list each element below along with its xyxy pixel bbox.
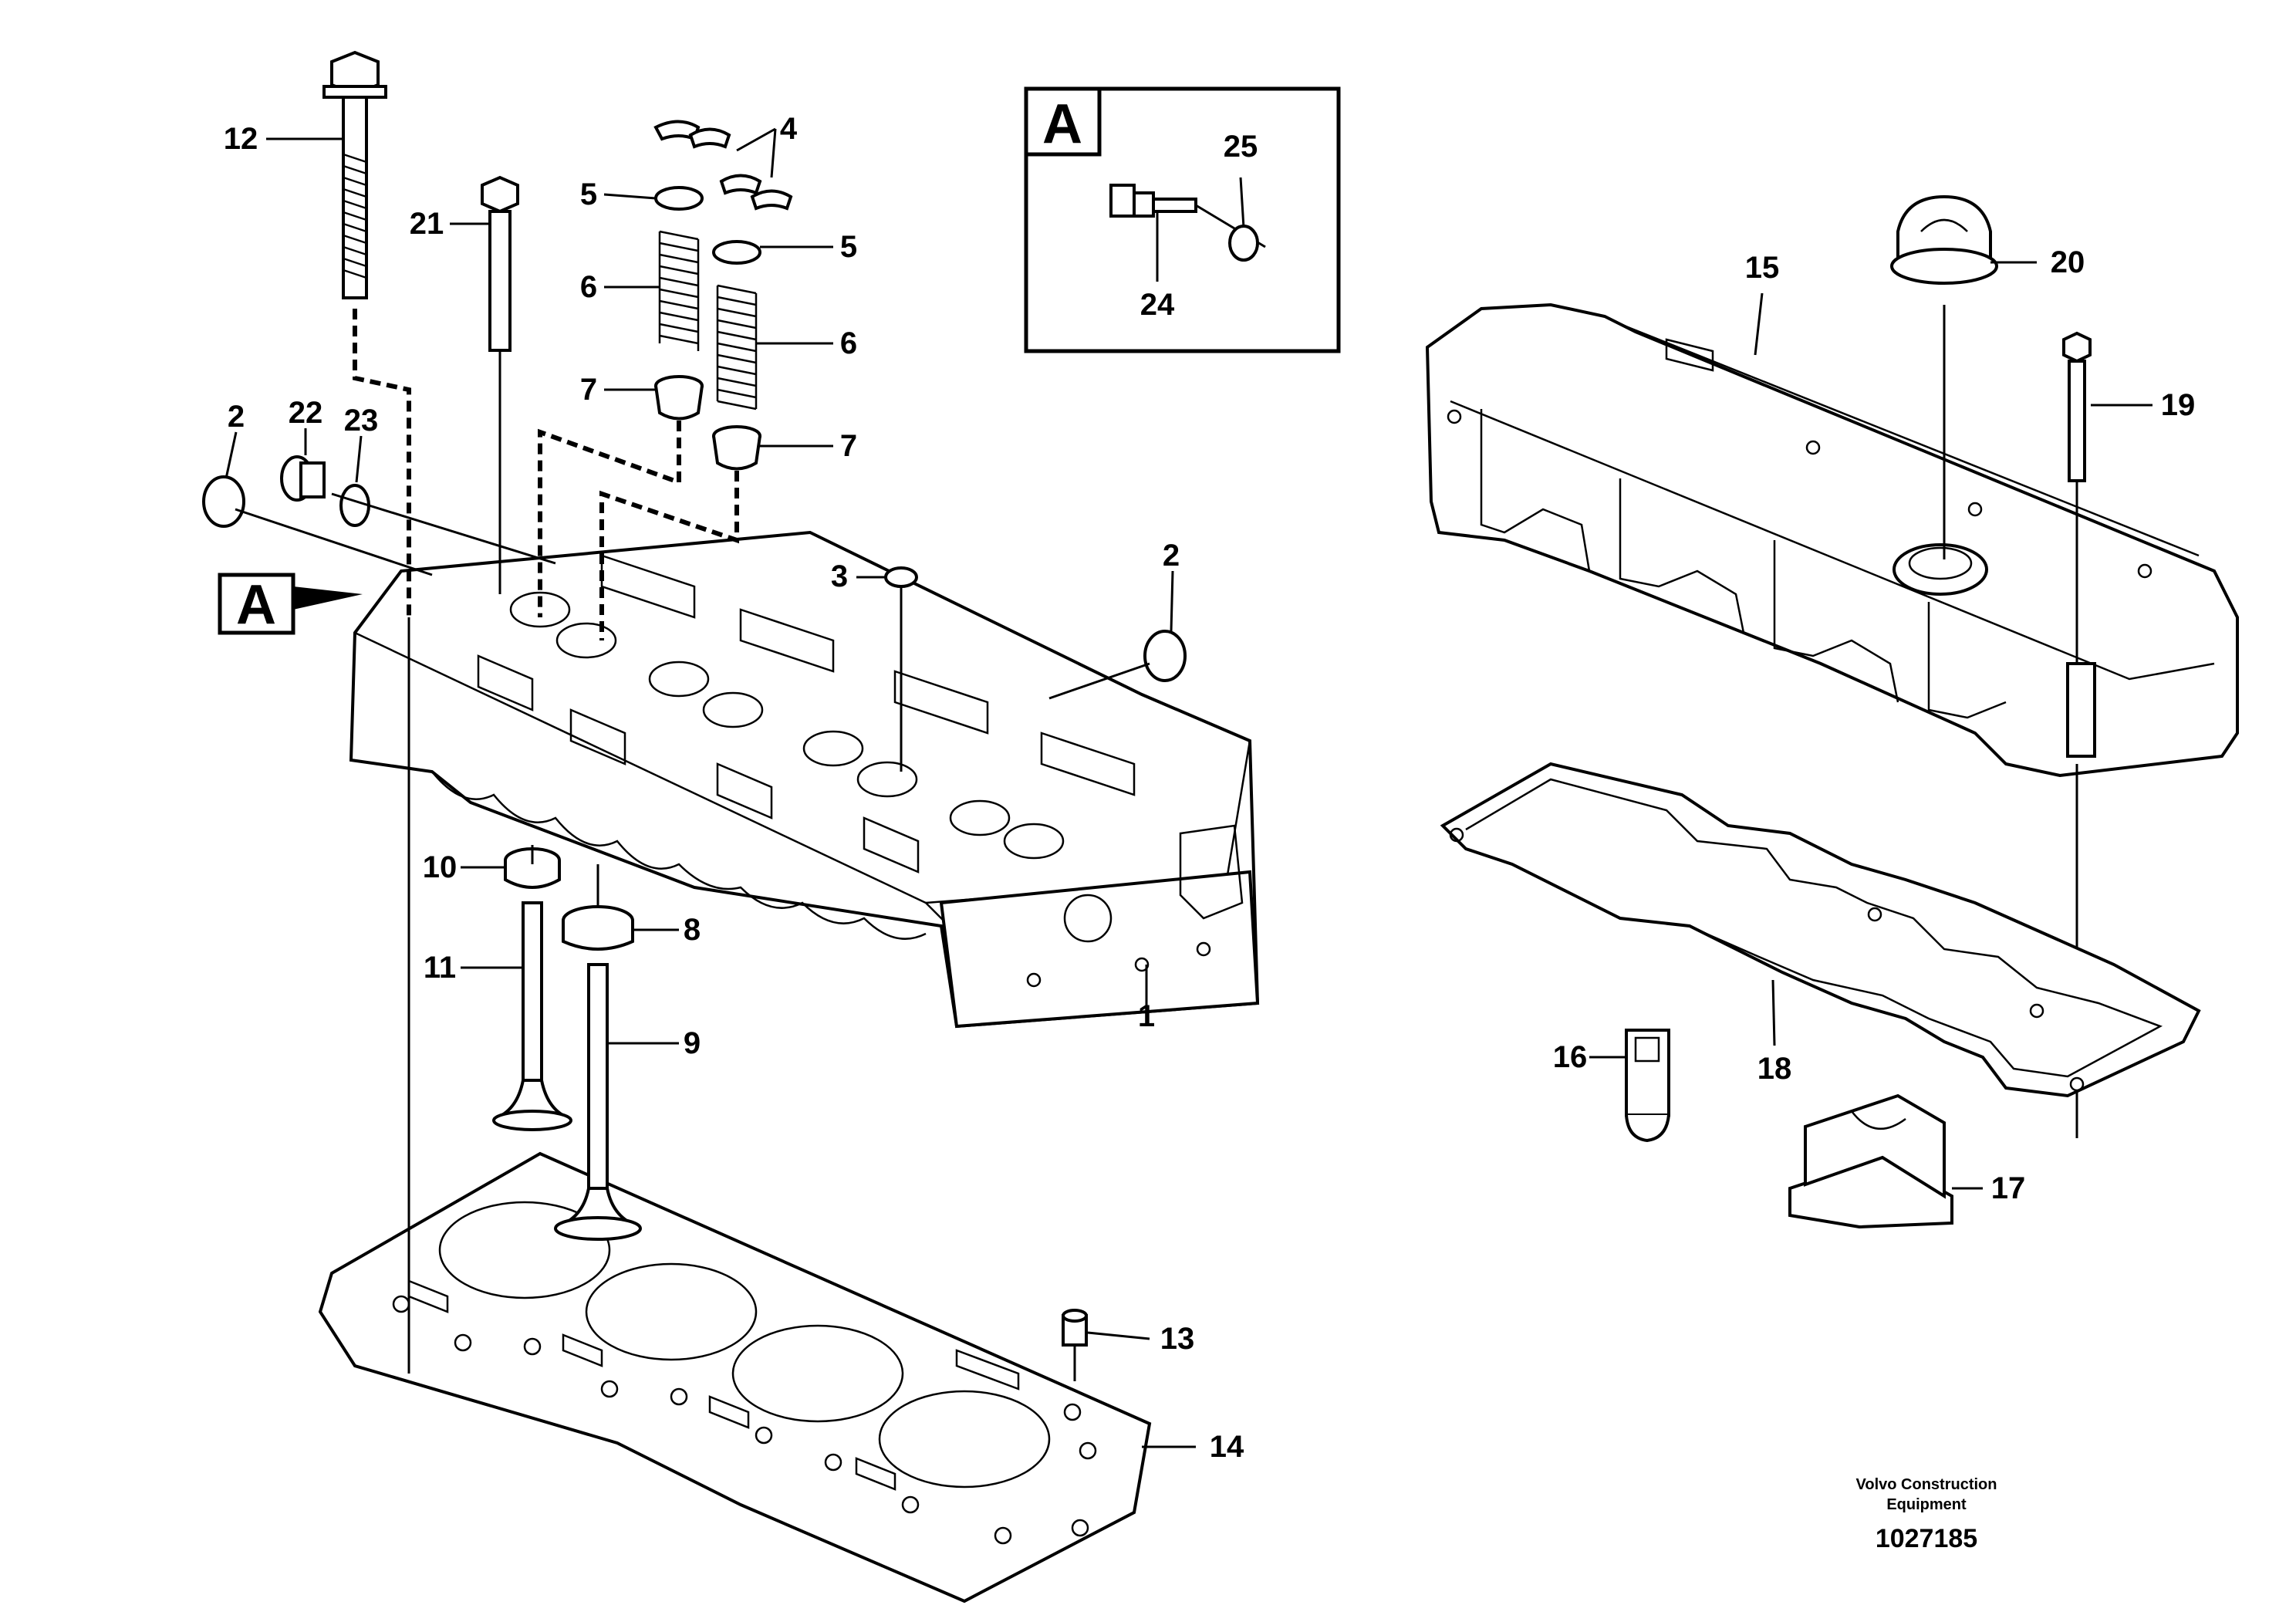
head-gasket — [318, 1151, 1152, 1603]
sensor-seal-ring — [1228, 225, 1259, 262]
view-marker-a: A — [218, 573, 363, 636]
cable-clip — [1625, 1029, 1670, 1143]
head-bolt-long — [322, 50, 387, 299]
callout-11: 11 — [424, 951, 456, 985]
detail-view-a: A — [1024, 86, 1341, 353]
callout-24: 24 — [1140, 288, 1175, 322]
callout-10: 10 — [423, 850, 458, 884]
cylinder-head — [349, 530, 1260, 1029]
footer: Volvo Construction Equipment 1027185 — [1856, 1476, 1997, 1553]
company-name-line2: Equipment — [1886, 1496, 1967, 1513]
callout-25: 25 — [1224, 130, 1258, 164]
valve-spring-1 — [658, 230, 700, 351]
cover-bolt — [2062, 331, 2092, 482]
leader-lines — [225, 127, 2152, 1448]
callout-2-right: 2 — [1163, 539, 1180, 573]
drawing-number: 1027185 — [1876, 1524, 1977, 1553]
expansion-plug-left — [202, 475, 245, 528]
callout-5-upper: 5 — [580, 177, 597, 211]
threaded-plug — [280, 455, 326, 502]
detail-view-label: A — [1042, 93, 1082, 155]
valve-cover-gasket — [1440, 762, 2201, 1098]
view-marker-label: A — [236, 574, 276, 636]
callout-23: 23 — [344, 404, 379, 438]
callout-22: 22 — [289, 396, 323, 430]
callout-6-left: 6 — [580, 270, 597, 304]
callout-12: 12 — [224, 122, 258, 156]
callout-2-left: 2 — [228, 400, 245, 434]
oil-filler-cap — [1890, 194, 1998, 285]
head-bolt-short — [481, 175, 519, 352]
callout-21: 21 — [410, 207, 444, 241]
dowel-pin — [1062, 1309, 1088, 1347]
callout-labels: 12 21 5 4 6 7 5 6 7 2 22 23 3 2 10 8 11 … — [224, 112, 2196, 1464]
callout-4: 4 — [780, 112, 798, 146]
callout-17: 17 — [1991, 1171, 2026, 1205]
injector-sleeve — [884, 566, 918, 588]
callout-19: 19 — [2161, 388, 2196, 422]
callout-14: 14 — [1210, 1430, 1244, 1464]
callout-8: 8 — [684, 913, 701, 947]
callout-16: 16 — [1553, 1040, 1588, 1074]
callout-13: 13 — [1160, 1322, 1195, 1356]
sealing-washer — [339, 484, 370, 527]
exhaust-valve — [492, 901, 572, 1131]
valve-spring-2 — [716, 284, 758, 411]
valve-keepers — [653, 120, 793, 211]
expansion-plug-right — [1143, 630, 1187, 682]
callout-20: 20 — [2051, 245, 2085, 279]
callout-3: 3 — [831, 559, 848, 593]
callout-15: 15 — [1745, 251, 1780, 285]
valve-stem-seal-1 — [654, 375, 704, 421]
spring-retainer-1 — [654, 186, 704, 211]
callout-7-left: 7 — [580, 373, 597, 407]
valve-seat-intake — [562, 905, 634, 951]
callout-18: 18 — [1757, 1052, 1792, 1086]
callout-6-right: 6 — [840, 326, 857, 360]
spring-retainer-2 — [712, 240, 761, 265]
company-name-line1: Volvo Construction — [1856, 1476, 1997, 1493]
callout-9: 9 — [684, 1026, 701, 1060]
temperature-sensor — [1109, 184, 1197, 218]
callout-5-right: 5 — [840, 230, 857, 264]
callout-7-right: 7 — [840, 429, 857, 463]
valve-stem-seal-2 — [712, 425, 761, 471]
callout-1: 1 — [1138, 999, 1155, 1033]
valve-cover — [1425, 302, 2239, 778]
rubber-mount — [1788, 1093, 1953, 1229]
intake-valve — [554, 963, 642, 1241]
